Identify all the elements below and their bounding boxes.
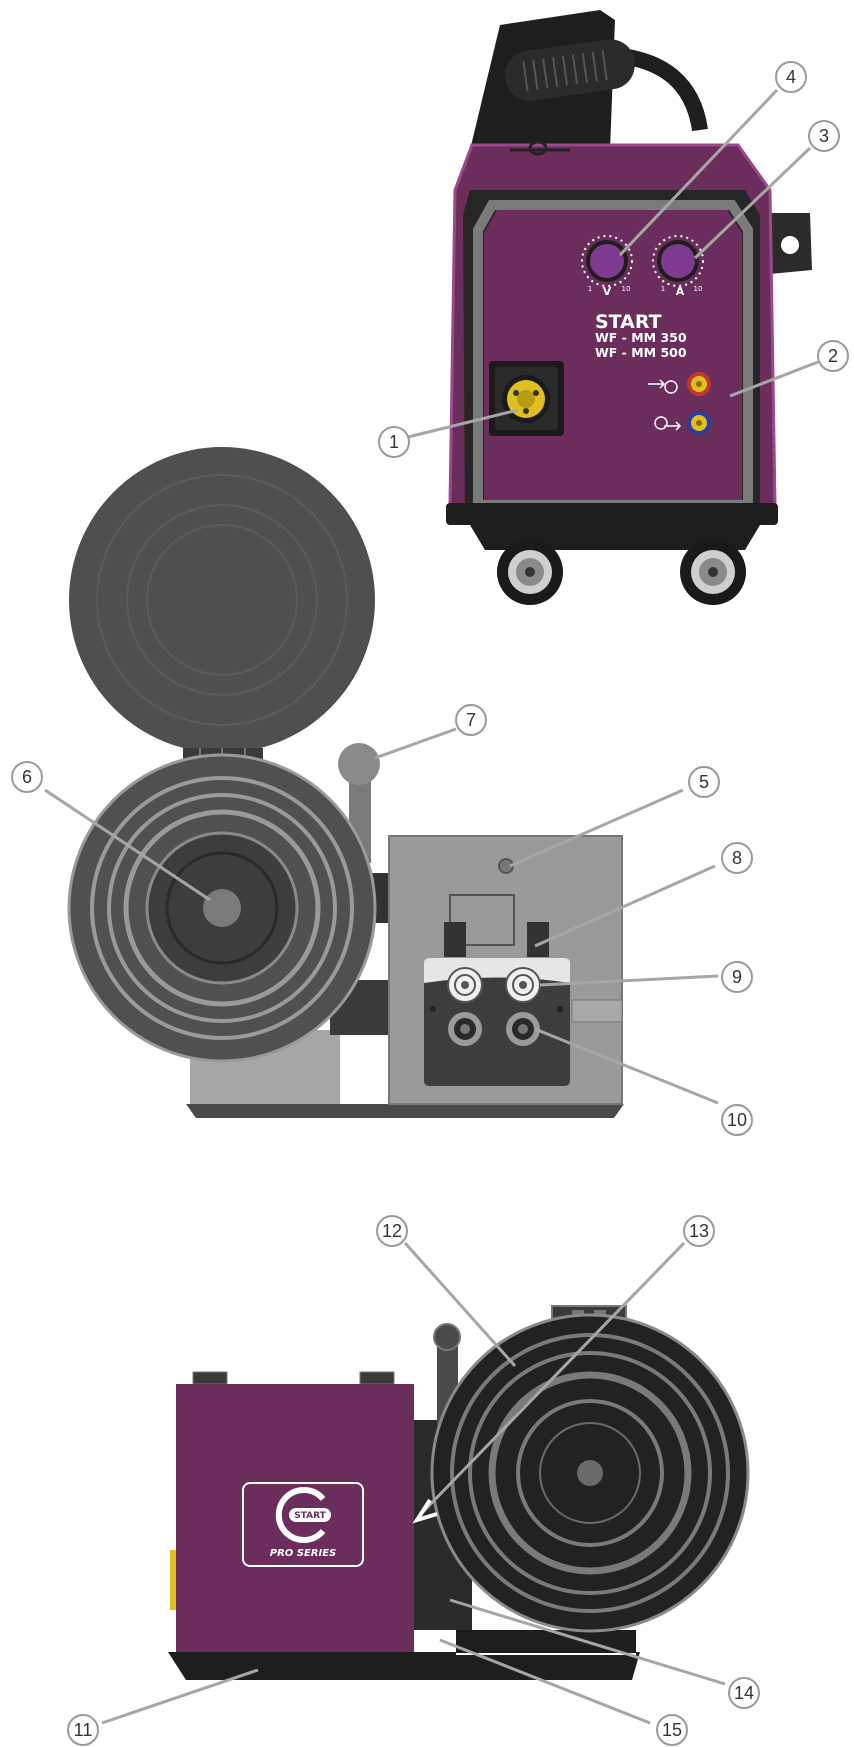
coolant-out-connector xyxy=(654,411,711,435)
callout-2: 2 xyxy=(817,340,849,372)
voltage-knob: V 1 10 xyxy=(581,235,633,298)
spool-cover xyxy=(430,1313,750,1633)
drive-roll-right xyxy=(506,1012,540,1046)
drive-roll-left xyxy=(448,1012,482,1046)
current-knob: A 1 10 xyxy=(652,235,704,298)
svg-text:4: 4 xyxy=(786,67,796,87)
callout-labels: 1 2 3 4 5 6 7 8 9 10 11 12 13 14 15 xyxy=(11,61,849,1746)
svg-text:PRO SERIES: PRO SERIES xyxy=(270,1548,337,1559)
coolant-in-connector xyxy=(648,372,711,396)
svg-text:14: 14 xyxy=(734,1683,754,1703)
callout-13: 13 xyxy=(683,1215,715,1247)
svg-text:V: V xyxy=(603,285,612,298)
side-view-closed: START PRO SERIES xyxy=(168,1305,750,1680)
svg-text:6: 6 xyxy=(22,767,32,787)
callout-6: 6 xyxy=(11,761,43,793)
callout-4: 4 xyxy=(775,61,807,93)
svg-text:13: 13 xyxy=(689,1221,709,1241)
callout-leaders xyxy=(44,88,819,1725)
pressure-roll-right xyxy=(505,967,541,1003)
callout-7: 7 xyxy=(455,704,487,736)
svg-text:3: 3 xyxy=(819,126,829,146)
svg-text:5: 5 xyxy=(699,772,709,792)
svg-text:12: 12 xyxy=(382,1221,402,1241)
callout-10: 10 xyxy=(721,1104,753,1136)
svg-text:1: 1 xyxy=(661,285,665,293)
callout-15: 15 xyxy=(656,1714,688,1746)
svg-text:A: A xyxy=(676,285,685,298)
front-wheel-left xyxy=(497,539,563,605)
euro-torch-connector xyxy=(489,361,564,436)
start-pro-series-logo: START PRO SERIES xyxy=(242,1482,364,1567)
panel-model-1: WF - MM 350 xyxy=(595,330,687,345)
callout-8: 8 xyxy=(721,842,753,874)
carry-handle xyxy=(505,39,635,101)
drive-roll-unit xyxy=(424,958,570,1086)
svg-text:7: 7 xyxy=(466,710,476,730)
wire-spool xyxy=(67,753,377,1063)
callout-9: 9 xyxy=(721,961,753,993)
svg-text:10: 10 xyxy=(694,285,703,293)
panel-brand: START xyxy=(595,311,662,333)
svg-text:10: 10 xyxy=(622,285,631,293)
front-view: V 1 10 A 1 10 START WF - MM 350 WF - MM … xyxy=(446,10,812,605)
side-view-open xyxy=(67,447,624,1118)
callout-1: 1 xyxy=(378,426,410,458)
callout-5: 5 xyxy=(688,766,720,798)
svg-text:1: 1 xyxy=(389,432,399,452)
svg-text:1: 1 xyxy=(588,285,592,293)
svg-text:9: 9 xyxy=(732,967,742,987)
svg-text:11: 11 xyxy=(74,1720,93,1740)
svg-text:15: 15 xyxy=(662,1720,682,1740)
feeder-body: START PRO SERIES xyxy=(170,1371,414,1652)
panel-model-2: WF - MM 500 xyxy=(595,345,687,360)
svg-text:2: 2 xyxy=(828,346,838,366)
callout-14: 14 xyxy=(728,1677,760,1709)
spool-lid xyxy=(69,447,375,753)
pressure-roll-left xyxy=(447,967,483,1003)
svg-text:10: 10 xyxy=(727,1110,747,1130)
front-wheel-right xyxy=(680,539,746,605)
callout-3: 3 xyxy=(808,120,840,152)
callout-12: 12 xyxy=(376,1215,408,1247)
callout-11: 11 xyxy=(67,1714,99,1746)
svg-text:START: START xyxy=(294,1511,326,1521)
svg-text:8: 8 xyxy=(732,848,742,868)
pressure-lever xyxy=(338,743,380,863)
